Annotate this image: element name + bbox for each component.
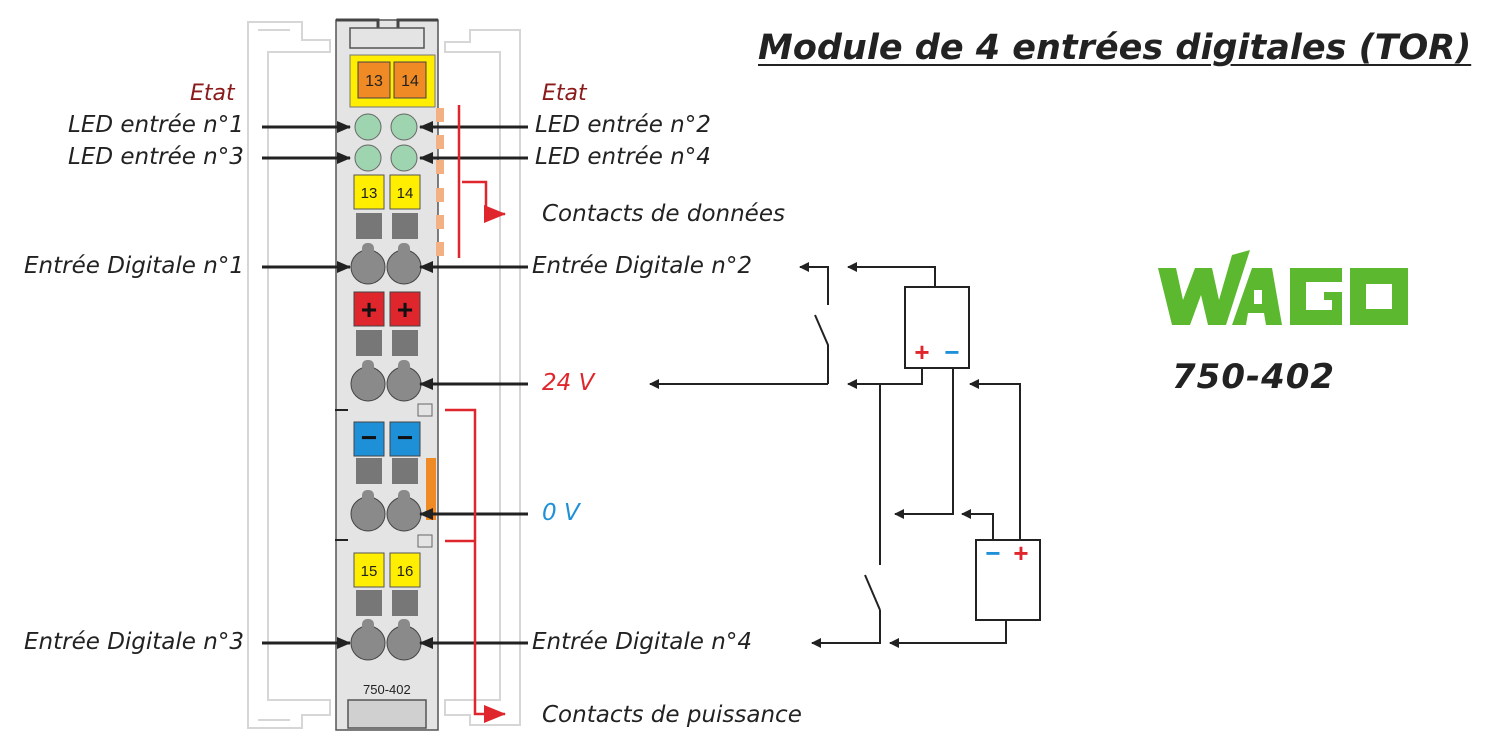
led-1: [354, 113, 382, 141]
input1-label: Entrée Digitale n°1: [24, 253, 244, 279]
led1-label: LED entrée n°1: [68, 112, 244, 138]
mid-tag-13-text: 13: [361, 185, 378, 202]
module-model-text: 750-402: [363, 682, 411, 697]
bottom-tag-15-text: 15: [361, 563, 378, 580]
input2-label: Entrée Digitale n°2: [532, 253, 752, 279]
top-tag-13-text: 13: [365, 73, 383, 90]
bottom-tag-16-text: 16: [397, 563, 414, 580]
logo-model-number: 750-402: [1172, 357, 1336, 397]
input4-label: Entrée Digitale n°4: [532, 629, 752, 655]
top-tag-14-text: 14: [401, 73, 419, 90]
plus-tag-1-text: +: [361, 294, 377, 325]
power-supply-bottom: [975, 539, 1041, 621]
led-4: [390, 144, 418, 172]
minus-tag-1-text: −: [361, 422, 377, 453]
led-3: [354, 144, 382, 172]
page-title: Module de 4 entrées digitales (TOR): [758, 28, 1472, 68]
mid-tag-14-text: 14: [397, 185, 414, 202]
io-module: 13 14 13 14 + +: [335, 18, 444, 731]
supply-top-plus: +: [914, 337, 929, 367]
led2-label: LED entrée n°2: [535, 112, 711, 138]
wiring-schematic: [649, 262, 1021, 648]
supply-bottom-minus: −: [985, 538, 1000, 568]
plus-tag-2-text: +: [397, 294, 413, 325]
etat-label-left: Etat: [190, 81, 235, 106]
ghost-rail-right: [444, 29, 521, 726]
data-contacts-bracket: [457, 105, 506, 258]
ghost-rail-left: [247, 21, 331, 729]
v0-label: 0 V: [542, 500, 580, 526]
v24-label: 24 V: [542, 370, 595, 396]
power-supply-top: [904, 286, 970, 369]
led4-label: LED entrée n°4: [535, 144, 711, 170]
top-tag-13: [357, 61, 391, 99]
data-contacts-label: Contacts de données: [542, 201, 785, 227]
supply-bottom-plus: +: [1013, 538, 1028, 568]
power-contacts-label: Contacts de puissance: [542, 702, 802, 728]
supply-top-minus: −: [944, 337, 959, 367]
led3-label: LED entrée n°3: [68, 144, 244, 170]
top-tag-14: [393, 61, 427, 99]
input3-label: Entrée Digitale n°3: [24, 629, 244, 655]
minus-tag-2-text: −: [397, 422, 413, 453]
led-2: [390, 113, 418, 141]
etat-label-right: Etat: [542, 81, 587, 106]
power-contacts-bracket: [445, 408, 506, 723]
